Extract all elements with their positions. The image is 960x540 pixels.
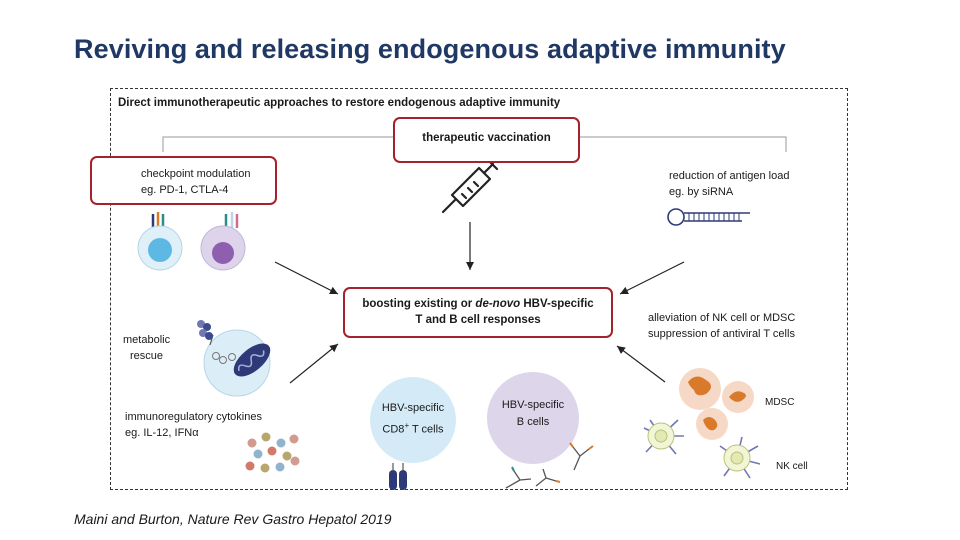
arrow-from-metabolic	[289, 343, 339, 384]
nk-mdsc-label: alleviation of NK cell or MDSC	[648, 312, 796, 324]
vaccination-highlight-box	[393, 117, 580, 163]
citation: Maini and Burton, Nature Rev Gastro Hepa…	[74, 511, 392, 527]
b-cell-label-1: HBV-specific	[501, 399, 565, 411]
center-outcome-text: boosting existing or de-novo HBV-specifi…	[343, 296, 613, 328]
b-cell-label: HBV-specific B cells	[490, 397, 576, 431]
t-cell-with-checkpoint-icon	[137, 212, 183, 271]
antibody-icon	[505, 442, 594, 489]
diagram-frame	[110, 88, 848, 490]
top-bracket-line	[162, 136, 787, 152]
antigen-reduction-example: eg. by siRNA	[669, 186, 734, 198]
metabolic-cell-icon	[197, 320, 271, 397]
syringe-icon	[441, 158, 499, 214]
b-cell-label-2: B cells	[516, 416, 550, 428]
metabolic-label-2: rescue	[130, 350, 164, 362]
nk-mdsc-label-2: suppression of antiviral T cells	[648, 328, 795, 340]
nk-cells-icon	[643, 419, 761, 479]
cd8-cell-label-1: HBV-specific	[381, 402, 445, 414]
nk-cell-label: NK cell	[776, 461, 808, 472]
b-cell-icon	[487, 372, 594, 489]
arrow-from-checkpoint	[274, 261, 339, 295]
center-outcome-italic: de-novo	[475, 298, 521, 310]
center-outcome-box	[343, 287, 613, 338]
checkpoint-label: checkpoint modulation	[141, 168, 251, 180]
vaccination-label: therapeutic vaccination	[422, 132, 551, 144]
cytokines-icon	[245, 432, 300, 473]
arrow-from-antigen	[619, 261, 685, 295]
slide-title: Reviving and releasing endogenous adapti…	[74, 34, 786, 64]
checkpoint-example: eg. PD-1, CTLA-4	[141, 184, 229, 196]
mitochondrion-icon	[233, 343, 271, 377]
mdsc-cells-icon	[679, 368, 754, 440]
checkpoint-highlight-box	[90, 156, 277, 205]
metabolic-receptor-icon	[197, 320, 214, 346]
center-outcome-line-1: boosting existing or de-novo HBV-specifi…	[343, 296, 613, 312]
cd8-cell-label: HBV-specific CD8+ T cells	[370, 400, 456, 439]
cd8-cell-label-2: CD8+ T cells	[370, 417, 456, 439]
cd8-text: CD8	[382, 423, 405, 436]
tcr-receptor-icon	[389, 463, 407, 490]
center-outcome-line-2: T and B cell responses	[415, 314, 541, 326]
cd8-sup: +	[404, 421, 410, 430]
antigen-reduction-label: reduction of antigen load	[669, 170, 790, 182]
diagram-heading: Direct immunotherapeutic approaches to r…	[118, 97, 561, 109]
arrow-from-nk-mdsc	[616, 345, 666, 383]
cd8-t-cell-icon	[370, 377, 456, 490]
metabolic-label: metabolic	[123, 334, 171, 346]
center-outcome-pre: boosting existing or	[362, 298, 476, 310]
sirna-hairpin-icon	[667, 208, 750, 226]
center-outcome-post: HBV-specific	[520, 298, 594, 310]
mdsc-label: MDSC	[765, 397, 795, 408]
t-cells-text: T cells	[409, 423, 444, 436]
apc-cell-with-ligand-icon	[200, 212, 246, 271]
cytokines-label: immunoregulatory cytokines	[125, 411, 262, 423]
cytokines-example: eg. IL-12, IFNα	[125, 427, 199, 439]
